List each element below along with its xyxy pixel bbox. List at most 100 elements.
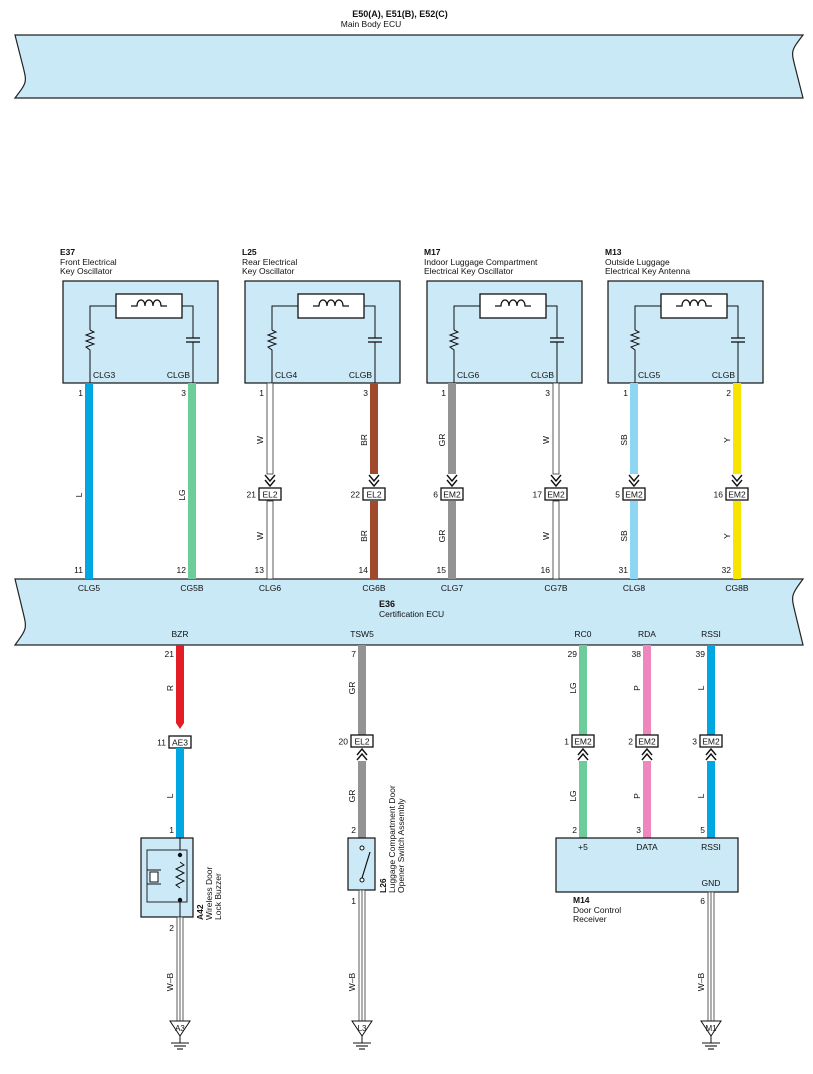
- wire-segment: [733, 501, 741, 579]
- connector-pin: 20: [339, 737, 349, 747]
- wire-ecu-pin: 38: [632, 649, 642, 659]
- ground-pin: 1: [351, 896, 356, 906]
- oscillator-name-line1: Outside Luggage: [605, 257, 670, 267]
- switch-contact: [359, 845, 365, 851]
- oscillator-terminal: CLGB: [712, 370, 735, 380]
- oscillator-terminal: CLG6: [457, 370, 479, 380]
- wire-color-label: W: [541, 532, 551, 540]
- connector-pin: 3: [692, 737, 697, 747]
- receiver-gnd-terminal: GND: [702, 878, 721, 888]
- connector-name: AE3: [172, 738, 188, 748]
- wire-ecu-pin: 7: [351, 649, 356, 659]
- main-ecu-codes: E50(A), E51(B), E52(C): [352, 9, 448, 19]
- connector-name: EM2: [728, 490, 746, 500]
- wire-color-label: SB: [619, 434, 629, 446]
- connector-pin: 17: [533, 490, 543, 500]
- wire-color-label: P: [632, 793, 642, 799]
- connector-pin: 11: [157, 738, 166, 748]
- ecu-terminal: RDA: [638, 629, 656, 639]
- coil-icon: [676, 299, 712, 307]
- wire-end-pin: 3: [636, 825, 641, 835]
- cert-ecu-name: Certification ECU: [379, 609, 444, 619]
- wire-color-label: BR: [359, 530, 369, 542]
- oscillator-terminal: CLGB: [349, 370, 372, 380]
- connector-box: [362, 487, 386, 501]
- oscillator-terminal: CLGB: [531, 370, 554, 380]
- wire-color-label: W–B: [165, 972, 175, 991]
- oscillator-code: E37: [60, 247, 75, 257]
- wire-color-label: LG: [177, 489, 187, 500]
- connector-box: [571, 734, 595, 748]
- wire-segment: [707, 645, 715, 735]
- circuit-line: [546, 305, 558, 338]
- wire-segment: [707, 761, 715, 838]
- wire-color-label: P: [632, 685, 642, 691]
- wire-taper: [176, 723, 184, 729]
- wire-top-pin: 3: [181, 388, 186, 398]
- wire-color-label: GR: [437, 530, 447, 543]
- device-code: L26: [378, 878, 388, 893]
- wire-color-label: W: [541, 436, 551, 444]
- wire-ecu-pin: 21: [165, 649, 175, 659]
- connector-box: [258, 487, 282, 501]
- ground-ref: L3: [358, 1024, 367, 1033]
- resistor-icon: [174, 861, 186, 889]
- connector-chevron: [641, 747, 653, 761]
- connector-pin: 5: [615, 490, 620, 500]
- connector-pin: 6: [433, 490, 438, 500]
- ground-triangle: [700, 1020, 722, 1037]
- circuit-line: [182, 305, 194, 338]
- certification-ecu-bar: [13, 578, 805, 646]
- wire-segment: [630, 501, 638, 579]
- wire-top-pin: 2: [726, 388, 731, 398]
- resistor-icon: [629, 329, 641, 383]
- wire-color-label: R: [165, 685, 175, 691]
- wire-top-pin: 1: [623, 388, 628, 398]
- resistor-icon: [84, 329, 96, 383]
- connector-name: EM2: [638, 737, 656, 747]
- junction-dot: [177, 852, 183, 858]
- device-name-line1: Luggage Compartment Door: [387, 785, 397, 893]
- connector-pin: 2: [628, 737, 633, 747]
- wire-bottom-pin: 31: [619, 565, 629, 575]
- wire-color-label: SB: [619, 530, 629, 542]
- circuit-line: [364, 305, 376, 338]
- coil-box: [297, 293, 365, 319]
- connector-name: EL2: [366, 490, 381, 500]
- circuit-line: [271, 305, 298, 330]
- wire-color-label: GR: [347, 682, 357, 695]
- wire-segment: [266, 500, 274, 580]
- coil-icon: [313, 299, 349, 307]
- switch-contact: [359, 877, 365, 883]
- receiver-terminal: DATA: [636, 842, 658, 852]
- oscillator-terminal: CLG4: [275, 370, 297, 380]
- oscillator-name-line2: Key Oscillator: [60, 266, 113, 276]
- ecu-terminal: CLG7: [441, 583, 463, 593]
- oscillator-code: M17: [424, 247, 441, 257]
- wire-bottom-pin: 13: [255, 565, 265, 575]
- wire-segment: [448, 501, 456, 579]
- device-name-line1: Wireless Door: [204, 866, 214, 920]
- connector-box: [622, 487, 646, 501]
- connector-name: EM2: [625, 490, 643, 500]
- oscillator-name-line1: Rear Electrical: [242, 257, 297, 267]
- oscillator-terminal: CLG3: [93, 370, 115, 380]
- wire-ecu-pin: 39: [696, 649, 706, 659]
- main-ecu-name: Main Body ECU: [341, 19, 401, 29]
- connector-chevron: [550, 474, 562, 488]
- buzzer-icon: [149, 871, 159, 883]
- ecu-terminal: RSSI: [701, 629, 721, 639]
- oscillator-name-line2: Electrical Key Antenna: [605, 266, 690, 276]
- connector-chevron: [356, 747, 368, 761]
- wire-segment: [643, 645, 651, 735]
- wire-top-pin: 1: [441, 388, 446, 398]
- wire-color-label: W–B: [347, 972, 357, 991]
